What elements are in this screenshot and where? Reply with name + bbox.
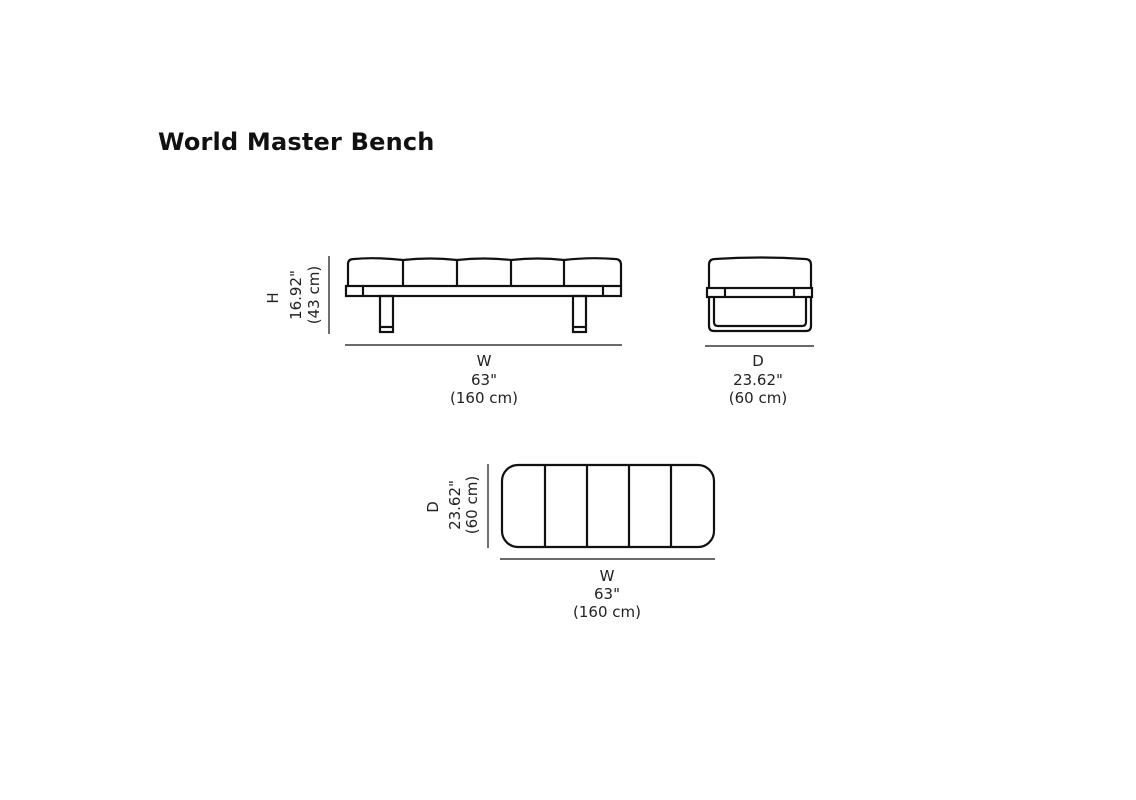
- side-view-drawing: [705, 256, 814, 333]
- front-width-inches: 63": [471, 371, 497, 389]
- top-width-inches: 63": [594, 585, 620, 603]
- front-width-cm: (160 cm): [450, 389, 518, 407]
- front-view-drawing: [344, 257, 623, 334]
- top-view-dimensions: [487, 464, 715, 560]
- front-height-cm: (43 cm): [305, 265, 323, 325]
- top-view-drawing: [500, 463, 716, 549]
- front-height-inches: 16.92": [287, 270, 305, 320]
- page-title: World Master Bench: [158, 128, 435, 156]
- top-depth-inches: 23.62": [446, 480, 464, 530]
- top-width-label: W: [599, 567, 615, 585]
- front-width-label: W: [476, 352, 492, 370]
- front-height-label: H: [264, 292, 282, 304]
- side-depth-cm: (60 cm): [728, 389, 788, 407]
- top-depth-label: D: [424, 501, 442, 513]
- side-depth-label: D: [752, 352, 764, 370]
- top-width-cm: (160 cm): [573, 603, 641, 621]
- top-depth-cm: (60 cm): [463, 475, 481, 535]
- side-depth-inches: 23.62": [733, 371, 783, 389]
- front-view-dimensions: [328, 256, 622, 346]
